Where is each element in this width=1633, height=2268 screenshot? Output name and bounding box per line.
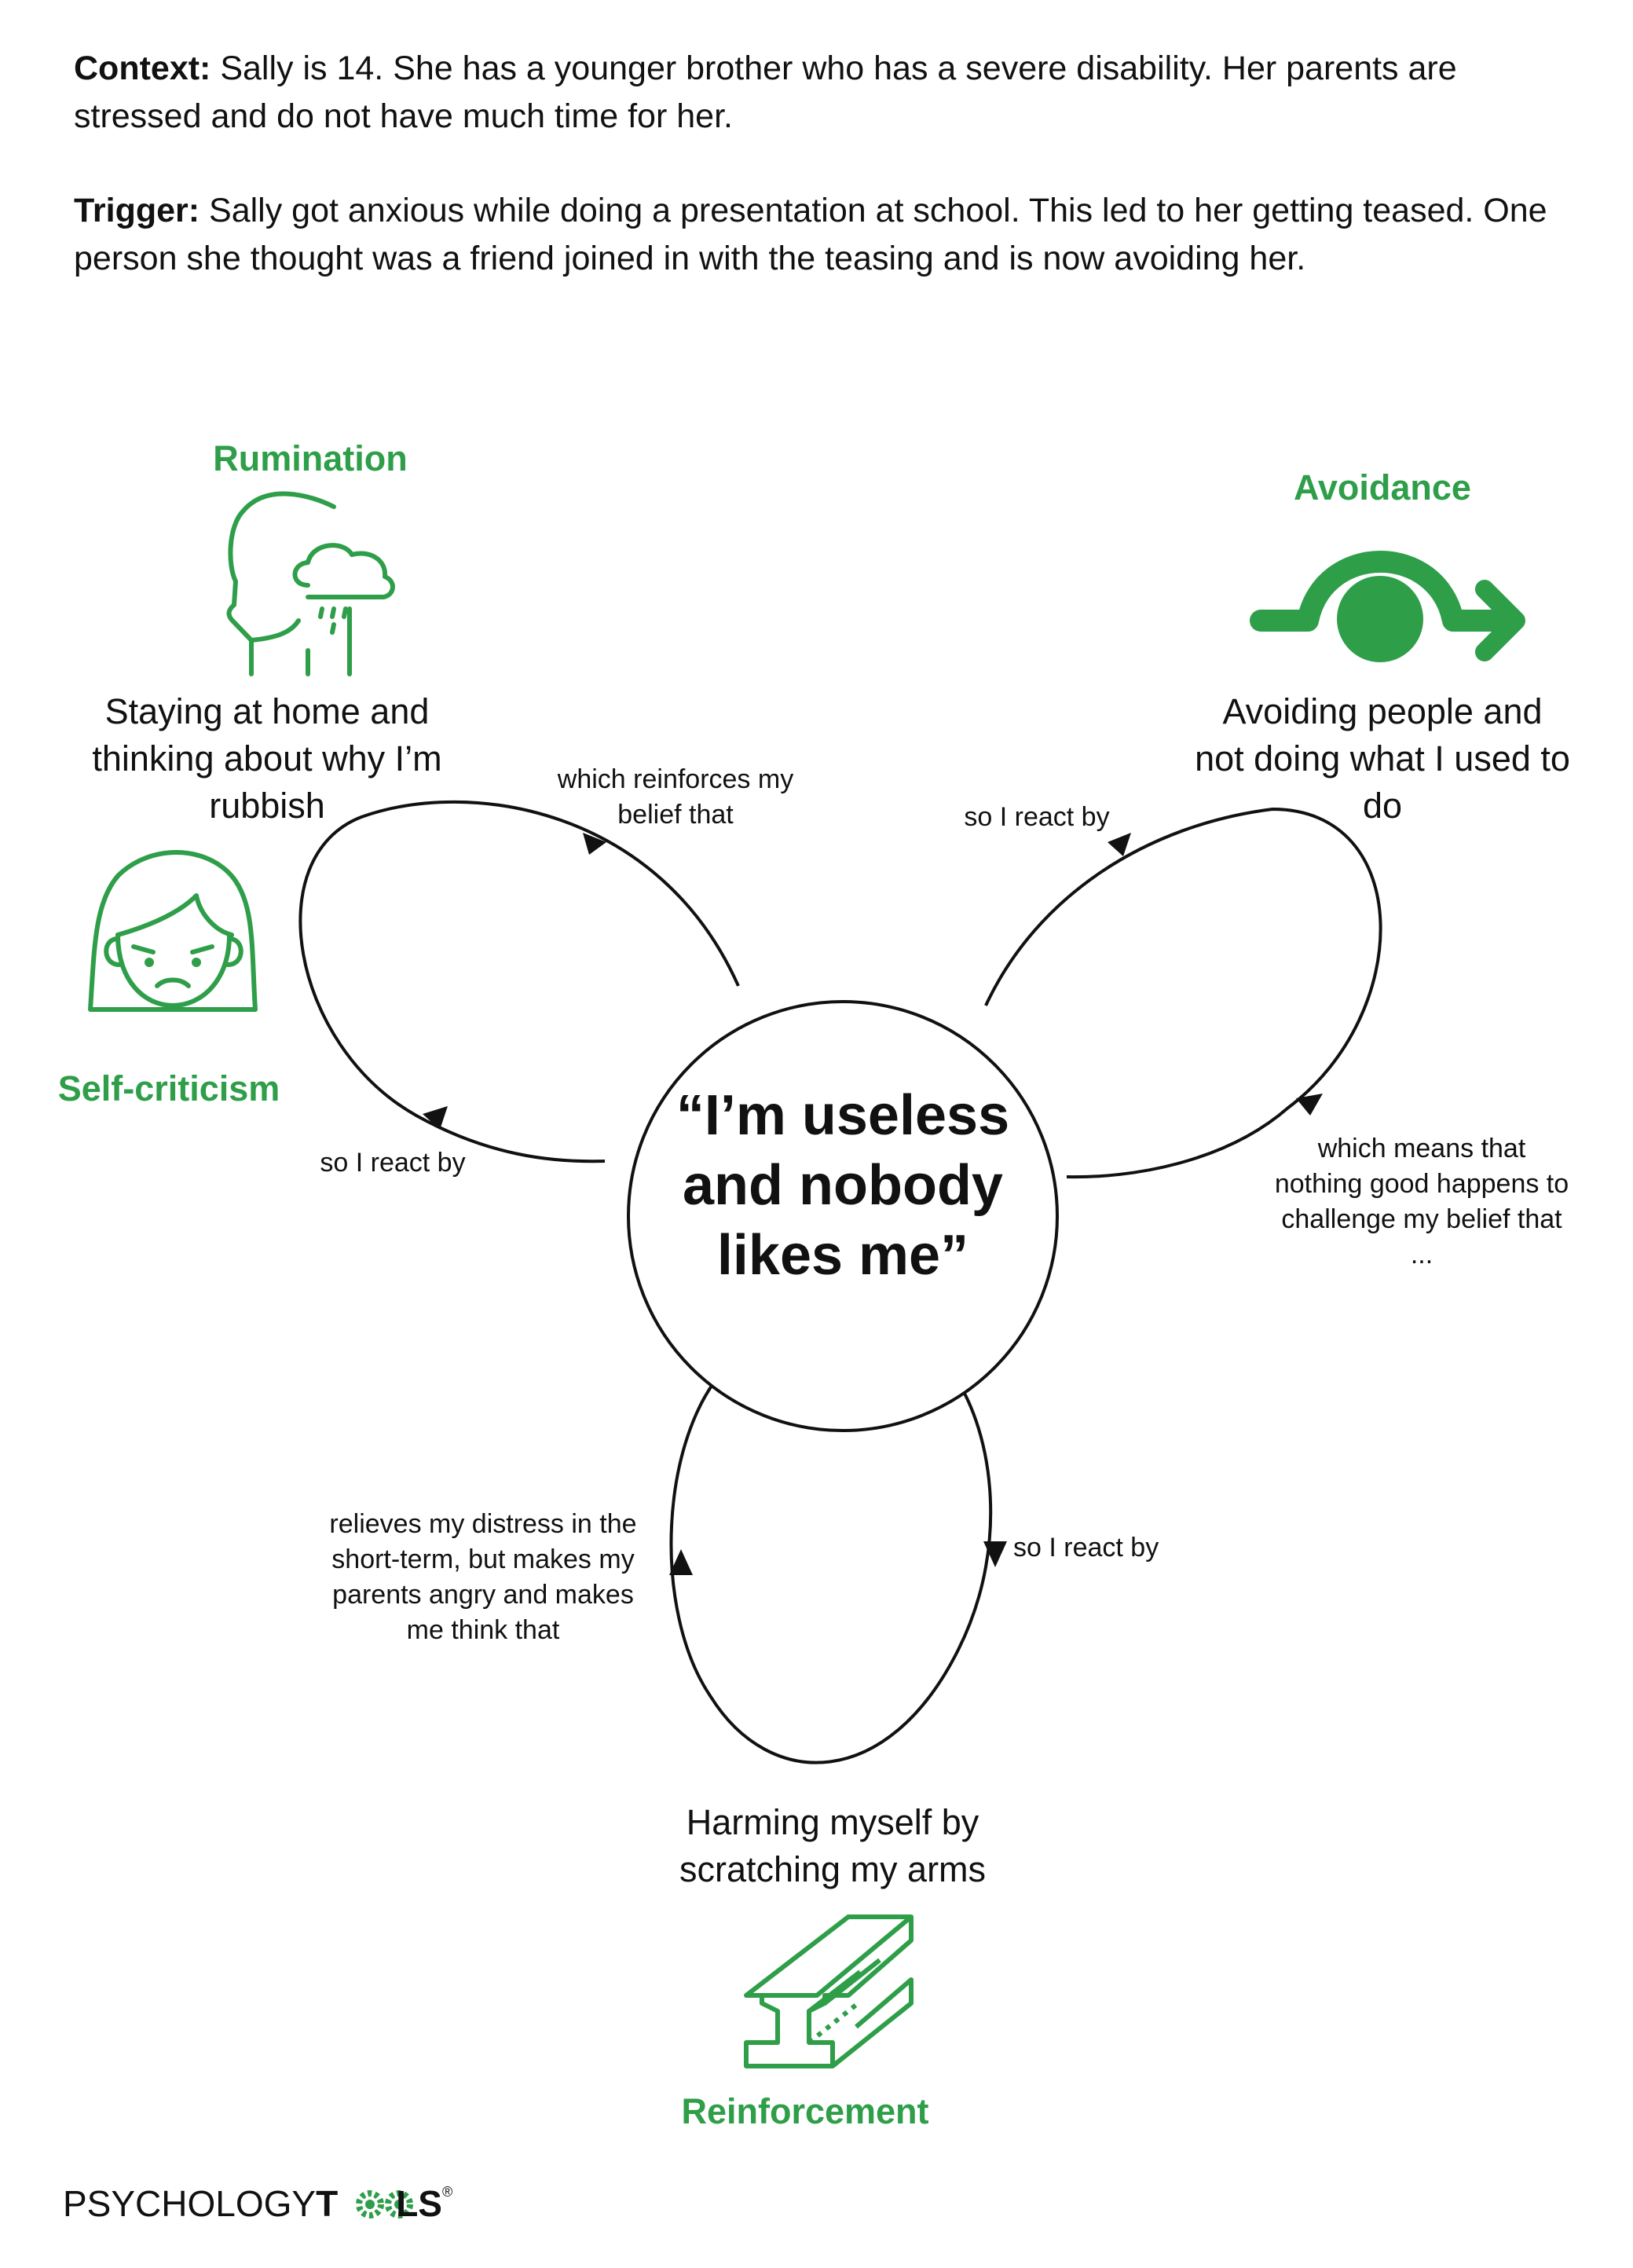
context-text: Sally is 14. She has a younger brother w… <box>74 49 1457 135</box>
avoidance-title: Avoidance <box>1294 467 1471 507</box>
trigger-text: Sally got anxious while doing a presenta… <box>74 192 1547 277</box>
head-rain-cloud-icon <box>226 491 395 676</box>
relieves-label: relieves my distress in the short-term, … <box>329 1509 637 1645</box>
reinforcement-loop <box>669 1365 993 1764</box>
brand-reg: ® <box>441 2184 453 2200</box>
core-belief-text: “I’m useless and nobody likes me” <box>676 1084 1010 1287</box>
arrow-relieves <box>669 1549 693 1575</box>
brand-part2b: LS <box>396 2183 442 2224</box>
arrow-reinforcement-react <box>983 1541 1007 1567</box>
avoidance-behaviour: Avoiding people and not doing what I use… <box>1195 691 1570 826</box>
brand-part2a: T <box>316 2183 339 2224</box>
reinforcement-react-label: so I react by <box>1013 1533 1159 1563</box>
brand-logo: PSYCHOLOGYT LS® <box>63 2182 452 2225</box>
detour-arrow-icon <box>1250 551 1525 662</box>
reinforces-label: which reinforces my belief that <box>557 764 794 830</box>
rumination-loop <box>298 800 740 1163</box>
rumination-behaviour: Staying at home and thinking about why I… <box>92 691 442 826</box>
reinforcement-title: Reinforcement <box>681 2091 929 2131</box>
sad-girl-face-icon <box>88 850 258 1012</box>
avoidance-react-label: so I react by <box>964 802 1110 832</box>
avoidance-loop <box>984 807 1382 1179</box>
rumination-title: Rumination <box>213 438 408 478</box>
brand-part1: PSYCHOLOGY <box>63 2183 317 2224</box>
self-criticism-title: Self-criticism <box>57 1068 280 1108</box>
arrow-means <box>1296 1094 1323 1116</box>
arrow-self-criticism-react <box>423 1106 448 1130</box>
context-label: Context: <box>74 49 211 87</box>
means-label: which means that nothing good happens to… <box>1274 1134 1569 1270</box>
arrow-reinforces <box>583 833 606 855</box>
steel-girder-icon <box>744 1914 914 2068</box>
arrow-avoidance-react <box>1108 833 1131 856</box>
context-paragraph: Context: Sally is 14. She has a younger … <box>74 45 1566 141</box>
core-belief-circle <box>627 1000 1059 1432</box>
logo-gear-icon <box>356 2190 413 2219</box>
trigger-paragraph: Trigger: Sally got anxious while doing a… <box>74 187 1566 283</box>
trigger-label: Trigger: <box>74 192 200 229</box>
reinforcement-behaviour: Harming myself by scratching my arms <box>679 1802 987 1889</box>
self-criticism-react-label: so I react by <box>320 1148 466 1178</box>
